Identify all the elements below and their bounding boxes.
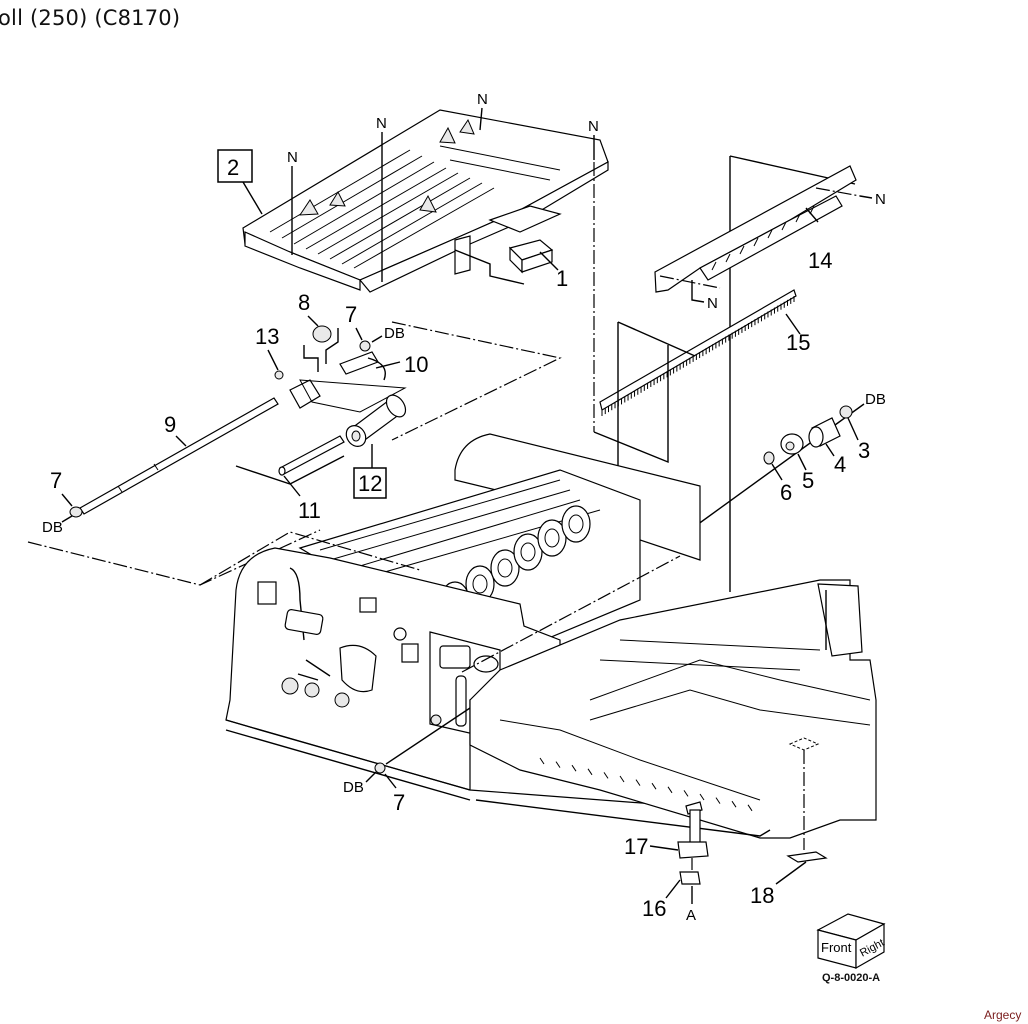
shaft-group: 9 7 DB 13 8 7 DB 10 bbox=[27, 290, 562, 586]
callout-16: 16 bbox=[642, 896, 666, 921]
tray-rib bbox=[555, 761, 561, 768]
frame-roller bbox=[561, 505, 591, 543]
callout-7-left: 7 bbox=[50, 468, 62, 493]
callout-14: 14 bbox=[808, 248, 832, 273]
tag-n-6: N bbox=[707, 295, 718, 312]
callout-8: 8 bbox=[298, 290, 310, 315]
callout-13: 13 bbox=[255, 324, 279, 349]
frame-roller-hub bbox=[568, 514, 584, 534]
tray-rib bbox=[635, 779, 641, 786]
callout-12-box bbox=[353, 467, 387, 499]
figure-code: Q-8-0020-A bbox=[822, 972, 881, 984]
tag-db-top: DB bbox=[384, 325, 405, 342]
output-tray bbox=[469, 579, 877, 850]
callout-18: 18 bbox=[750, 883, 774, 908]
tray-rib bbox=[747, 804, 753, 812]
tag-n-3: N bbox=[477, 91, 488, 108]
callout-2-box: 2 bbox=[217, 149, 263, 215]
part-15-brush: 15 bbox=[593, 289, 810, 592]
part-12-roller bbox=[345, 394, 407, 447]
orientation-cube: Front Right bbox=[816, 913, 886, 970]
callout-11: 11 bbox=[298, 498, 321, 523]
frame-roller-hub bbox=[520, 542, 536, 562]
tag-n-2: N bbox=[376, 115, 387, 132]
callout-7-bottom: 7 bbox=[393, 790, 405, 815]
tray-rib bbox=[715, 797, 721, 804]
callout-5: 5 bbox=[802, 468, 814, 493]
callout-15: 15 bbox=[786, 330, 810, 355]
cube-front-label: Front bbox=[821, 940, 852, 955]
foot-parts: 17 16 A 18 bbox=[624, 801, 828, 924]
tag-n-5: N bbox=[875, 191, 886, 208]
frame-roller bbox=[490, 549, 520, 587]
watermark: Argecy bbox=[984, 1008, 1022, 1022]
callout-10: 10 bbox=[404, 352, 428, 377]
tray-rib bbox=[651, 782, 657, 790]
part-14-bracket: 14 N N bbox=[654, 155, 886, 592]
callout-3: 3 bbox=[858, 438, 870, 463]
part-1-cap: 1 bbox=[454, 239, 568, 291]
tag-n-1: N bbox=[287, 149, 298, 166]
tray-rib bbox=[603, 772, 609, 779]
frame-roller-hub bbox=[544, 528, 560, 548]
tag-db-left: DB bbox=[42, 519, 63, 536]
callout-17: 17 bbox=[624, 834, 648, 859]
callout-2: 2 bbox=[227, 155, 239, 180]
n-leaders-top: N N N N bbox=[287, 91, 599, 282]
tag-db-right: DB bbox=[865, 391, 886, 408]
tray-rib bbox=[571, 764, 577, 772]
tag-n-4: N bbox=[588, 118, 599, 135]
callout-1: 1 bbox=[556, 266, 568, 291]
tag-db-bottom: DB bbox=[343, 779, 364, 796]
callout-7-top: 7 bbox=[345, 302, 357, 327]
tray-rib bbox=[683, 790, 689, 797]
frame-roller-hub bbox=[472, 574, 488, 594]
tag-a: A bbox=[686, 907, 696, 924]
roller-stack-3-6: DB 3 4 5 6 bbox=[689, 391, 886, 531]
tray-rib bbox=[731, 800, 737, 808]
frame-roller bbox=[537, 519, 567, 557]
frame-roller bbox=[513, 533, 543, 571]
tray-rib bbox=[587, 768, 593, 776]
top-cover-assembly bbox=[242, 109, 609, 293]
callout-4: 4 bbox=[834, 452, 846, 477]
tray-rib bbox=[539, 757, 545, 765]
callout-12: 12 bbox=[358, 471, 382, 496]
frame-roller-hub bbox=[497, 558, 513, 578]
page-title: oll (250) (C8170) bbox=[0, 6, 181, 30]
callout-6: 6 bbox=[780, 480, 792, 505]
callout-9: 9 bbox=[164, 412, 176, 437]
tray-rib bbox=[699, 793, 705, 801]
tray-rib bbox=[619, 775, 625, 783]
tray-rib bbox=[667, 786, 673, 794]
part-7-bottom: DB 7 bbox=[343, 707, 471, 815]
